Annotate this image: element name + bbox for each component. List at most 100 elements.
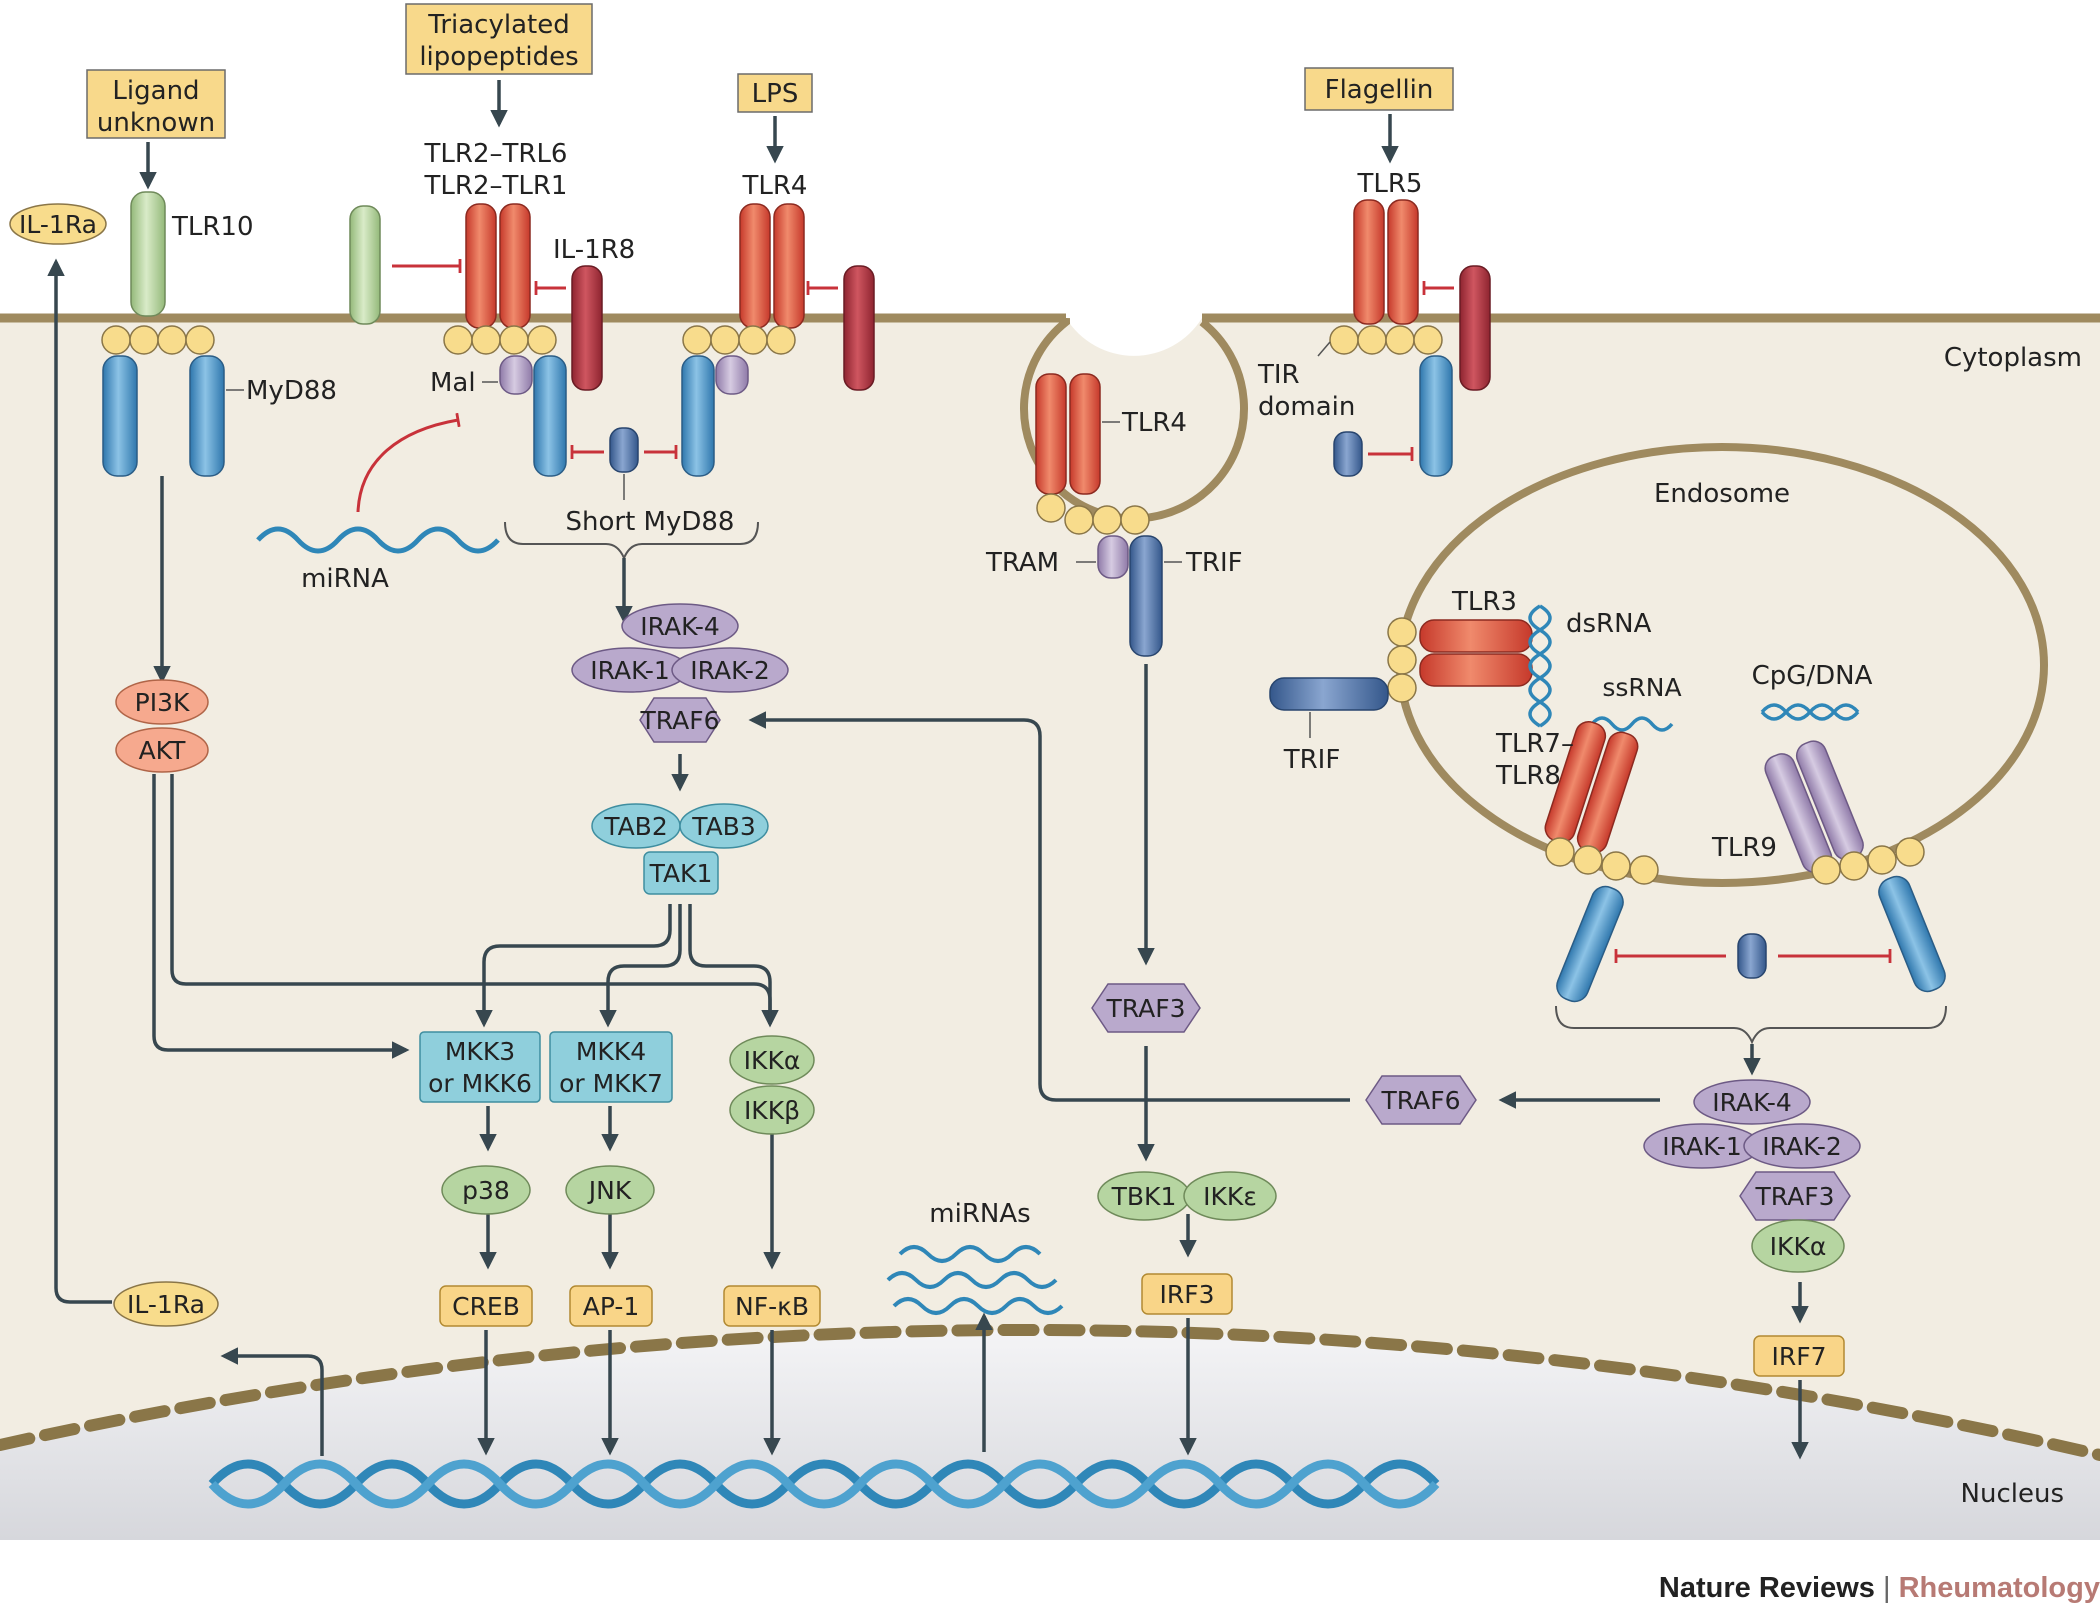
tir-domains-tlr4-endo <box>1036 493 1150 535</box>
irf7-node: IRF7 <box>1753 1335 1845 1377</box>
creb-node: CREB <box>439 1285 533 1327</box>
irak1-node-b: IRAK-1 <box>1643 1123 1761 1169</box>
irak2-node-b: IRAK-2 <box>1743 1123 1861 1169</box>
short-myd88-endo <box>1737 933 1767 979</box>
short-myd88-tlr5 <box>1333 431 1363 477</box>
tlr4-chain-b <box>773 203 805 329</box>
ligand-lps-box: LPS <box>737 73 813 113</box>
il1ra-top: IL-1Ra <box>9 203 107 245</box>
il1r8-b <box>843 265 875 391</box>
tlr4-endo-label: TLR4 <box>1121 408 1187 438</box>
mirna-strand <box>256 526 500 554</box>
il1ra-bottom: IL-1Ra <box>113 1281 219 1327</box>
il1ra-bottom-label: IL-1Ra <box>127 1290 205 1319</box>
dsrna-helix <box>1528 604 1552 728</box>
traf3-node-b: TRAF3 <box>1739 1171 1851 1221</box>
ligand-flagellin-label: Flagellin <box>1325 75 1434 105</box>
ikke-node: IKKε <box>1183 1171 1277 1221</box>
irak4-a-label: IRAK-4 <box>640 612 720 641</box>
tlr4-chain-a <box>739 203 771 329</box>
mkk6-label: or MKK6 <box>428 1069 532 1098</box>
trif-label: TRIF <box>1185 548 1243 578</box>
mirna-label: miRNA <box>301 564 389 594</box>
nucleus-label: Nucleus <box>1961 1479 2064 1509</box>
mkk7-label: or MKK7 <box>559 1069 663 1098</box>
tak1-node: TAK1 <box>643 851 719 895</box>
ikke-label: IKKε <box>1203 1182 1257 1211</box>
cytoplasm-label: Cytoplasm <box>1944 343 2082 373</box>
irf3-label: IRF3 <box>1159 1280 1214 1309</box>
mkk3-mkk6-node: MKK3 or MKK6 <box>419 1031 541 1103</box>
tlr4-endo-chain-b <box>1069 373 1101 495</box>
mkk4-label: MKK4 <box>576 1037 646 1066</box>
ssrna-label: ssRNA <box>1602 673 1681 702</box>
ikkb-node: IKKβ <box>729 1085 815 1135</box>
ap1-node: AP-1 <box>569 1285 653 1327</box>
irak2-node-a: IRAK-2 <box>671 647 789 693</box>
ap1-label: AP-1 <box>583 1292 640 1321</box>
tir-domains-tlr4 <box>682 325 796 355</box>
akt-label: AKT <box>139 736 187 765</box>
credit-journal: Rheumatology <box>1898 1572 2100 1604</box>
irf7-label: IRF7 <box>1771 1342 1826 1371</box>
cpg-dna-helix <box>1760 703 1860 721</box>
traf6-node-a: TRAF6 <box>639 697 721 743</box>
tab2-label: TAB2 <box>603 812 668 841</box>
tlr-inhibitor-green <box>349 205 381 325</box>
ikka-a-label: IKKα <box>744 1046 801 1075</box>
tir-domains-tlr7-8 <box>1545 837 1659 885</box>
cpg-label: CpG/DNA <box>1752 661 1873 691</box>
nucleus-region <box>0 1329 2100 1540</box>
tram-label: TRAM <box>985 548 1059 578</box>
mirnas-cluster <box>886 1245 1064 1315</box>
myd88-label: MyD88 <box>246 376 337 406</box>
tak1-label: TAK1 <box>649 859 713 888</box>
ikka-node-b: IKKα <box>1751 1219 1845 1273</box>
tlr5-chain-a <box>1353 199 1385 325</box>
dna-helix <box>208 1459 1440 1509</box>
tlr2-chain-b <box>499 203 531 329</box>
ligand-triacylated-line2: lipopeptides <box>419 42 578 72</box>
ikkb-label: IKKβ <box>744 1096 800 1125</box>
ligand-arrows <box>139 80 1399 190</box>
myd88-endo-right <box>1878 875 1946 993</box>
short-myd88 <box>609 427 639 473</box>
tab3-node: TAB3 <box>679 803 769 849</box>
signal-arrows <box>47 258 1809 1460</box>
mal-adaptor-b <box>715 355 749 395</box>
tir-domain-line2: domain <box>1258 392 1355 422</box>
myd88-left <box>102 355 138 477</box>
jnk-label: JNK <box>587 1176 632 1205</box>
myd88-endo-left <box>1556 885 1624 1003</box>
traf3-b-label: TRAF3 <box>1754 1182 1834 1211</box>
tlr2-tlr6-label: TLR2–TRL6 <box>424 139 568 169</box>
tbk1-node: TBK1 <box>1097 1171 1191 1221</box>
tab2-node: TAB2 <box>591 803 681 849</box>
journal-credit: Nature Reviews | Rheumatology <box>1600 1572 2100 1605</box>
ikka-node-a: IKKα <box>729 1035 815 1085</box>
dsrna-label: dsRNA <box>1566 609 1652 639</box>
mkk3-label: MKK3 <box>445 1037 515 1066</box>
tab3-label: TAB3 <box>691 812 756 841</box>
ligand-unknown-box: Ligand unknown <box>86 69 226 139</box>
ligand-unknown-line1: Ligand <box>112 76 199 106</box>
tlr10-receptor <box>130 191 166 317</box>
creb-label: CREB <box>452 1292 520 1321</box>
trif-endo-label: TRIF <box>1283 745 1341 775</box>
tir-domains-tlr2 <box>443 325 557 355</box>
endo-myd88-bracket <box>1555 1005 1947 1045</box>
ligand-flagellin-box: Flagellin <box>1304 67 1454 111</box>
pi3k-node: PI3K <box>115 679 209 725</box>
trif-endo-adaptor <box>1269 677 1389 711</box>
il1r8-label: IL-1R8 <box>553 235 635 265</box>
traf3-a-label: TRAF3 <box>1105 994 1185 1023</box>
p38-node: p38 <box>441 1165 531 1215</box>
il1r8-a <box>571 265 603 391</box>
tlr8-label: TLR8 <box>1495 761 1561 791</box>
short-myd88-label: Short MyD88 <box>566 507 735 537</box>
credit-publisher: Nature Reviews <box>1658 1572 1875 1604</box>
tlr7-label: TLR7– <box>1495 729 1574 759</box>
ssrna-strand <box>1590 716 1674 732</box>
nfkb-node: NF-κB <box>723 1285 821 1327</box>
